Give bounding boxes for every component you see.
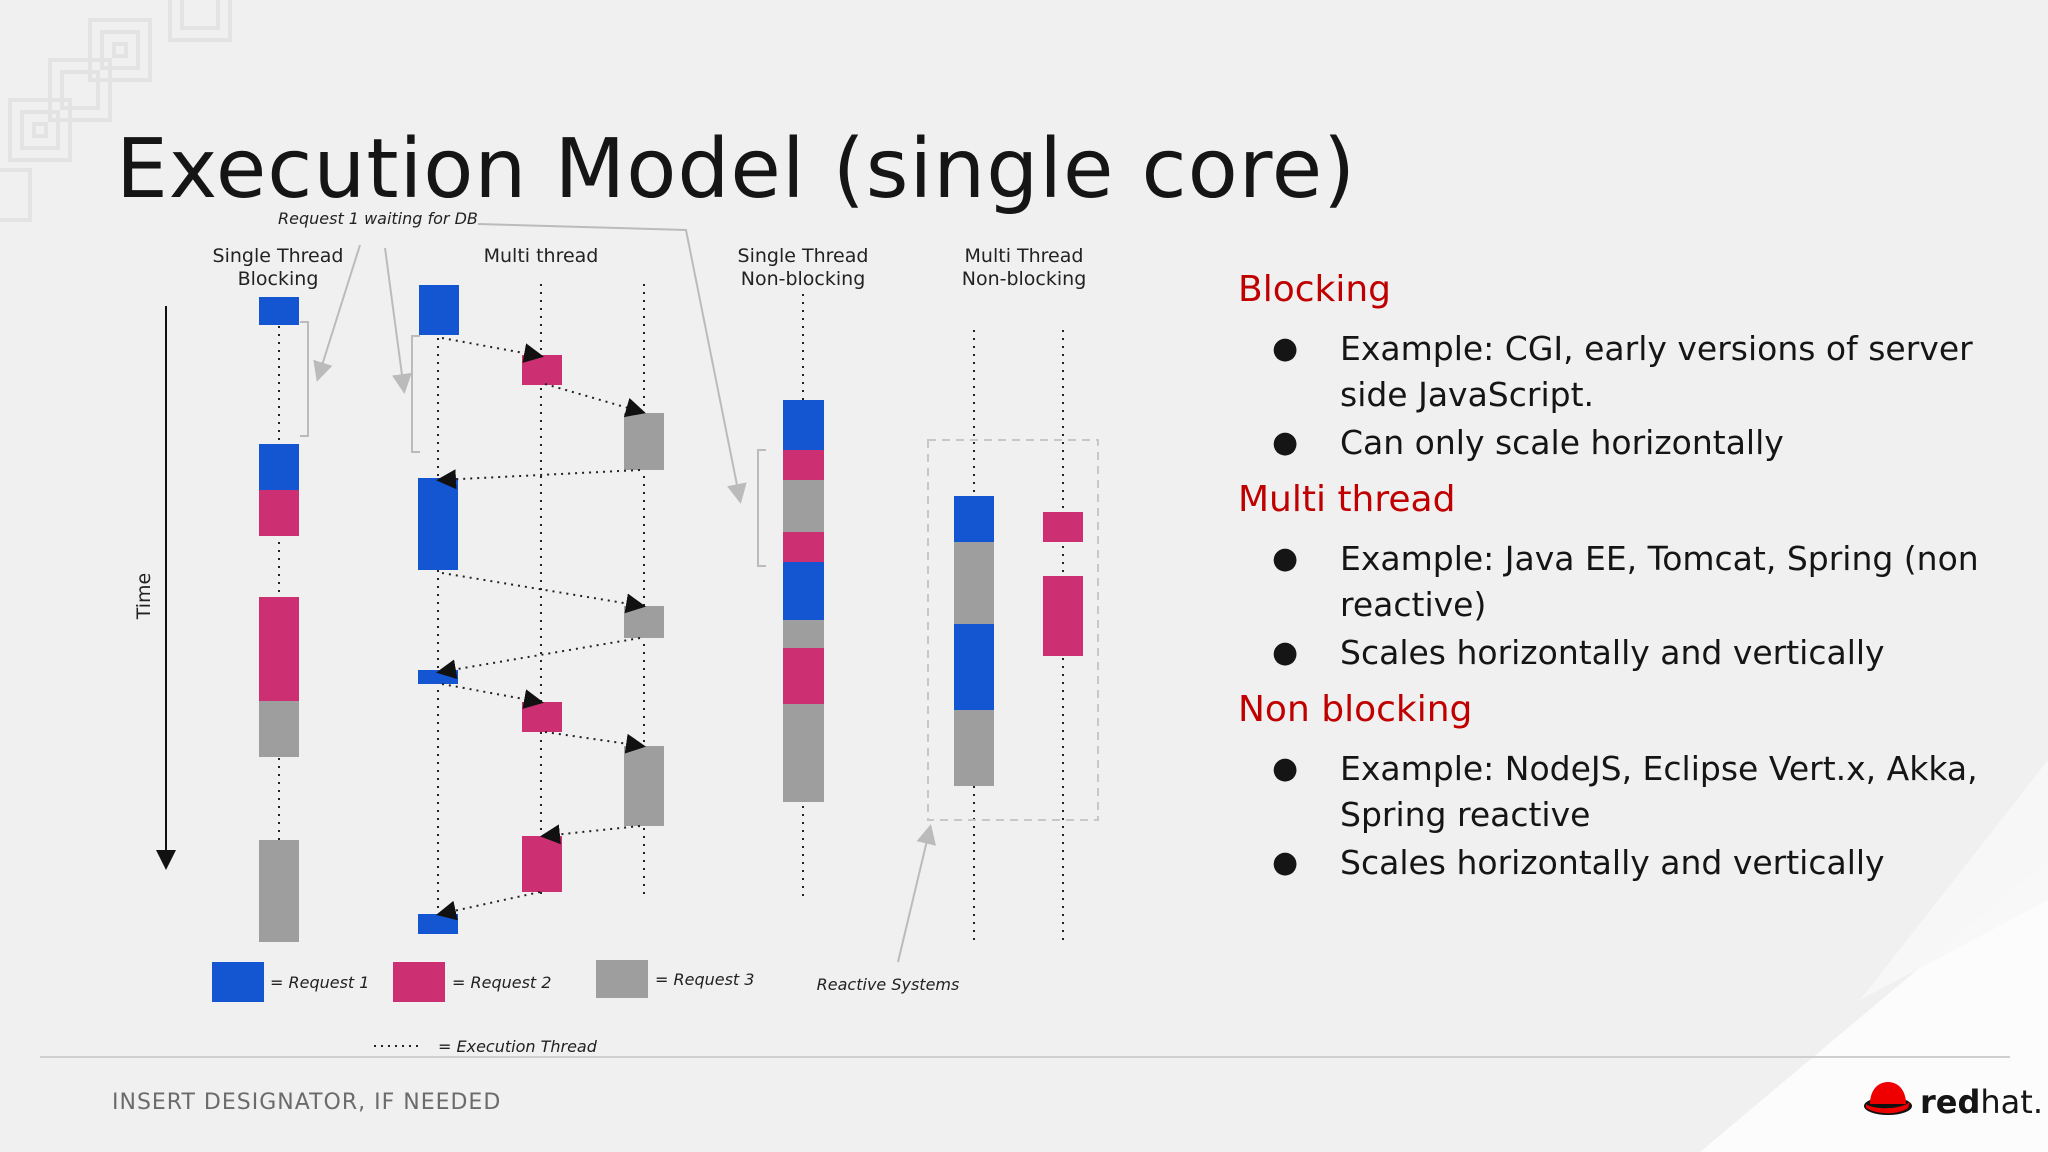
legend-request3-swatch: [596, 960, 648, 998]
single-blocking-blocks: [259, 297, 299, 942]
request1-block: [418, 670, 458, 684]
request2-block: [259, 597, 299, 701]
request3-block: [783, 480, 824, 532]
request3-block: [954, 710, 994, 786]
list-item: ●Example: CGI, early versions of server …: [1238, 326, 1998, 418]
request1-block: [259, 444, 299, 490]
col-label-single-nonblocking-2: Non-blocking: [741, 268, 866, 290]
section-heading: Non blocking: [1238, 689, 1473, 730]
request3-block: [954, 542, 994, 624]
legend-request1-label: = Request 1: [270, 973, 369, 992]
request3-block: [259, 701, 299, 757]
section-multi-thread: Multi thread ●Example: Java EE, Tomcat, …: [1238, 478, 1998, 676]
request1-block: [418, 914, 458, 934]
footer-divider: [40, 1056, 2010, 1058]
multi-thread-blocks: [418, 285, 664, 934]
request3-block: [783, 704, 824, 802]
section-non-blocking: Non blocking ●Example: NodeJS, Eclipse V…: [1238, 688, 1998, 886]
bullet-list: ●Example: CGI, early versions of server …: [1238, 326, 1998, 466]
request3-block: [624, 746, 664, 826]
context-switch-arrows: [436, 337, 646, 921]
bullet-list: ●Example: NodeJS, Eclipse Vert.x, Akka, …: [1238, 746, 1998, 886]
col-label-single-blocking-1: Single Thread: [213, 245, 344, 267]
corner-pattern-decoration: [0, 0, 232, 222]
bullet-icon: ●: [1272, 751, 1299, 786]
list-item: ●Example: Java EE, Tomcat, Spring (non r…: [1238, 536, 1998, 628]
footer-designator: INSERT DESIGNATOR, IF NEEDED: [112, 1090, 502, 1115]
section-heading: Blocking: [1238, 269, 1392, 310]
description-panel: Blocking ●Example: CGI, early versions o…: [1238, 268, 1998, 898]
legend-request3-label: = Request 3: [655, 970, 754, 989]
bullet-icon: ●: [1272, 425, 1299, 460]
request1-block: [954, 496, 994, 542]
request2-block: [1043, 512, 1083, 542]
request2-block: [783, 450, 824, 480]
list-item: ●Scales horizontally and vertically: [1238, 840, 1998, 886]
request2-block: [783, 532, 824, 562]
request1-block: [783, 400, 824, 450]
request2-block: [522, 836, 562, 892]
bullet-icon: ●: [1272, 331, 1299, 366]
reactive-systems-label: Reactive Systems: [817, 975, 960, 994]
request2-block: [522, 702, 562, 732]
request2-block: [1043, 576, 1083, 656]
time-label: Time: [133, 573, 155, 621]
request2-block: [783, 648, 824, 704]
annotation-waiting-db: Request 1 waiting for DB: [278, 209, 478, 228]
bullet-icon: ●: [1272, 845, 1299, 880]
request2-block: [522, 355, 562, 385]
request3-block: [783, 620, 824, 648]
legend: = Request 1 = Request 2 = Request 3 = Ex…: [212, 960, 754, 1056]
request3-block: [624, 413, 664, 470]
legend-thread-label: = Execution Thread: [438, 1037, 598, 1056]
slide-title: Execution Model (single core): [116, 122, 1357, 217]
bullet-list: ●Example: Java EE, Tomcat, Spring (non r…: [1238, 536, 1998, 676]
col-label-multi: Multi thread: [484, 245, 599, 267]
request2-block: [259, 490, 299, 536]
request3-block: [624, 606, 664, 638]
reactive-systems-box: [927, 439, 1099, 821]
request1-block: [418, 478, 458, 570]
redhat-logo-icon: [1864, 1082, 1912, 1115]
col-label-multi-nonblocking-2: Non-blocking: [962, 268, 1087, 290]
bullet-icon: ●: [1272, 635, 1299, 670]
list-item: ●Scales horizontally and vertically: [1238, 630, 1998, 676]
col-label-single-nonblocking-1: Single Thread: [738, 245, 869, 267]
bullet-icon: ●: [1272, 541, 1299, 576]
col-label-single-blocking-2: Blocking: [238, 268, 319, 290]
col-label-multi-nonblocking-1: Multi Thread: [965, 245, 1084, 267]
legend-request1-swatch: [212, 962, 264, 1002]
thread-lines: [278, 284, 1064, 945]
redhat-wordmark: redhat.: [1920, 1083, 2043, 1121]
section-heading: Multi thread: [1238, 479, 1456, 520]
legend-request2-swatch: [393, 962, 445, 1002]
multi-nonblocking-blocks: [954, 496, 1083, 786]
list-item: ●Example: NodeJS, Eclipse Vert.x, Akka, …: [1238, 746, 1998, 838]
section-blocking: Blocking ●Example: CGI, early versions o…: [1238, 268, 1998, 466]
request3-block: [259, 840, 299, 942]
annotation-pointer-lines: [300, 223, 937, 963]
list-item: ●Can only scale horizontally: [1238, 420, 1998, 466]
legend-request2-label: = Request 2: [452, 973, 551, 992]
request1-block: [259, 297, 299, 325]
request1-block: [783, 562, 824, 620]
request1-block: [954, 624, 994, 710]
request1-block: [419, 285, 459, 335]
single-nonblocking-blocks: [783, 400, 824, 802]
